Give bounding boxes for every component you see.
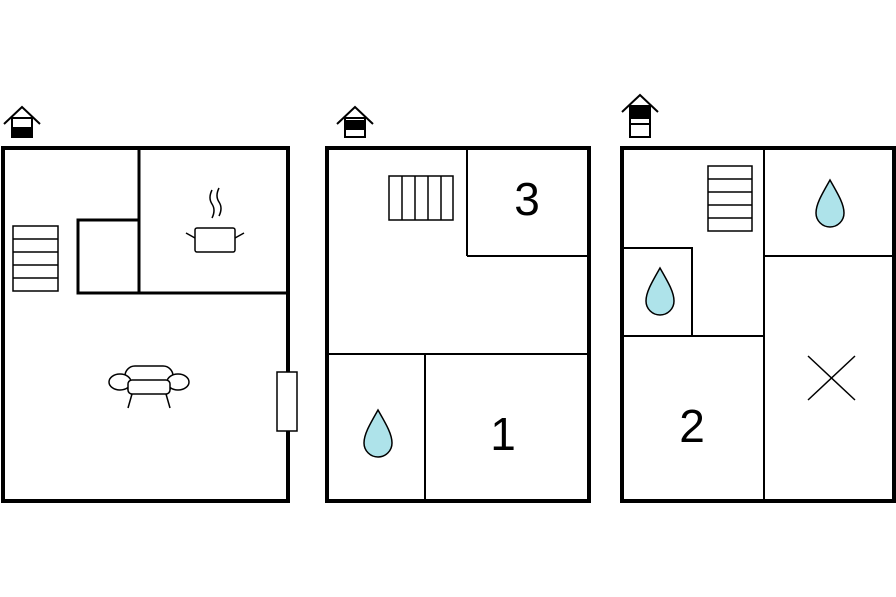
cross-icon <box>807 355 856 401</box>
floor-plan-first: 3 1 <box>325 105 591 503</box>
house-level-second-icon <box>621 93 659 138</box>
room-number-2: 2 <box>679 400 705 452</box>
staircase-icon <box>12 225 59 292</box>
bathroom-small <box>621 247 693 337</box>
water-drop-icon <box>815 178 845 228</box>
floor-plan-second: 2 <box>620 93 896 503</box>
sofa-icon <box>108 365 190 409</box>
floor-plan-ground <box>1 105 298 503</box>
closet <box>76 218 141 295</box>
room-number-3: 3 <box>514 173 540 225</box>
water-drop-icon <box>363 408 393 458</box>
room-number-1: 1 <box>490 408 516 460</box>
house-level-first-icon <box>336 105 374 138</box>
floor-outline <box>325 146 591 503</box>
staircase-icon <box>707 165 753 232</box>
water-drop-icon <box>645 266 675 316</box>
cooking-pot-icon <box>185 187 245 253</box>
house-level-ground-icon <box>3 105 41 138</box>
floor-outline <box>1 146 290 503</box>
staircase-icon <box>388 175 454 221</box>
floor-outline <box>620 146 896 503</box>
door-icon <box>276 371 298 432</box>
